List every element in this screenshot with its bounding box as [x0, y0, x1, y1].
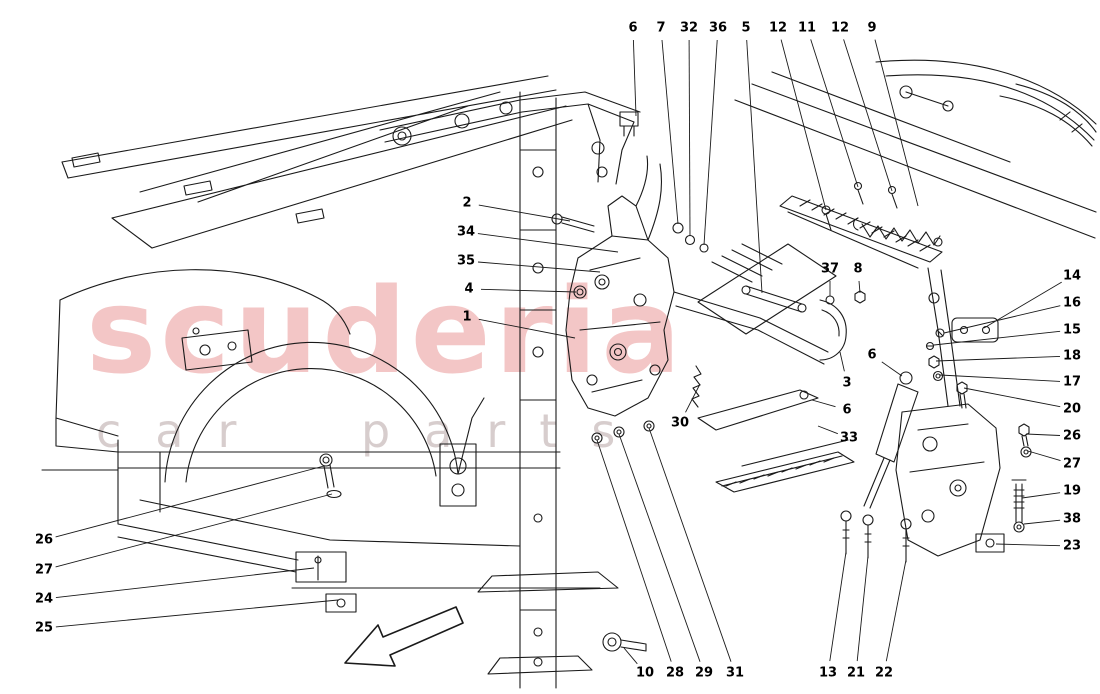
- callout-6: 6: [842, 402, 852, 418]
- leader-line-6: [881, 361, 903, 377]
- leader-line-31: [648, 427, 732, 662]
- leader-line-1: [478, 318, 576, 339]
- leader-line-18: [935, 355, 1061, 362]
- leader-line-25: [55, 599, 339, 628]
- soft-top-drawing: [61, 75, 573, 249]
- leader-line-35: [477, 261, 601, 273]
- callout-10: 10: [635, 665, 655, 681]
- leader-line-29: [618, 433, 701, 662]
- leader-line-27: [55, 493, 333, 568]
- leader-line-33: [817, 425, 838, 435]
- leader-line-16: [943, 305, 1061, 334]
- callout-27: 27: [1062, 456, 1082, 472]
- callout-9: 9: [867, 20, 877, 36]
- callout-15: 15: [1062, 322, 1082, 338]
- leader-line-38: [1023, 519, 1061, 525]
- callout-26: 26: [34, 532, 54, 548]
- callout-18: 18: [1062, 348, 1082, 364]
- leader-line-9: [874, 39, 919, 207]
- callout-6: 6: [628, 20, 638, 36]
- callout-28: 28: [665, 665, 685, 681]
- leader-line-12: [843, 39, 893, 192]
- bottom-bolt-drawing: [602, 632, 647, 652]
- direction-arrow: [344, 606, 464, 667]
- leader-line-34: [477, 233, 619, 253]
- leader-line-13: [829, 551, 847, 662]
- roof-frame-linkage-drawing: [379, 91, 641, 185]
- leader-line-28: [596, 439, 672, 662]
- leader-line-32: [688, 39, 691, 237]
- callout-21: 21: [846, 665, 866, 681]
- leader-line-12: [780, 39, 827, 211]
- callout-25: 25: [34, 620, 54, 636]
- callout-30: 30: [670, 415, 690, 431]
- callout-12: 12: [830, 20, 850, 36]
- callout-7: 7: [656, 20, 666, 36]
- callout-23: 23: [1062, 538, 1082, 554]
- callout-14: 14: [1062, 268, 1082, 284]
- right-assembly-drawing: [779, 181, 1001, 557]
- callout-27: 27: [34, 562, 54, 578]
- callout-20: 20: [1062, 401, 1082, 417]
- right-fasteners-drawing: [840, 317, 1032, 563]
- callout-31: 31: [725, 665, 745, 681]
- leader-line-4: [480, 288, 577, 293]
- callout-11: 11: [797, 20, 817, 36]
- callout-6: 6: [867, 347, 877, 363]
- callout-34: 34: [456, 224, 476, 240]
- callout-38: 38: [1062, 511, 1082, 527]
- leader-line-5: [746, 39, 763, 294]
- top-mechanism-drawing: [551, 155, 709, 444]
- leader-line-26: [1025, 433, 1061, 436]
- callout-29: 29: [694, 665, 714, 681]
- leader-line-20: [963, 387, 1061, 408]
- leader-line-24: [55, 567, 315, 599]
- leader-line-21: [856, 555, 869, 662]
- callout-32: 32: [679, 20, 699, 36]
- leader-line-15: [933, 330, 1061, 346]
- leader-line-10: [623, 647, 638, 665]
- callout-3: 3: [842, 375, 852, 391]
- leader-line-19: [1021, 492, 1061, 499]
- leader-line-22: [885, 559, 907, 662]
- callout-35: 35: [456, 253, 476, 269]
- linkage-arms-drawing: [673, 243, 866, 493]
- leader-line-2: [478, 204, 571, 222]
- leader-line-36: [703, 39, 718, 246]
- callout-36: 36: [708, 20, 728, 36]
- callout-2: 2: [462, 195, 472, 211]
- leader-line-8: [858, 280, 861, 294]
- rear-body-drawing: [734, 59, 1097, 239]
- callout-16: 16: [1062, 295, 1082, 311]
- leader-line-6: [811, 399, 836, 408]
- callout-33: 33: [839, 430, 859, 446]
- callout-22: 22: [874, 665, 894, 681]
- fender-wheel-arch-drawing: [55, 269, 485, 483]
- leader-line-27: [1027, 450, 1061, 462]
- callout-13: 13: [818, 665, 838, 681]
- leader-line-7: [661, 39, 679, 225]
- leader-line-11: [810, 39, 859, 188]
- chassis-drawing: [41, 91, 619, 689]
- callout-17: 17: [1062, 374, 1082, 390]
- callout-5: 5: [741, 20, 751, 36]
- callout-24: 24: [34, 591, 54, 607]
- leader-line-6: [632, 39, 637, 117]
- leader-line-17: [939, 374, 1061, 382]
- callout-8: 8: [853, 261, 863, 277]
- leader-line-30: [685, 383, 701, 413]
- callout-12: 12: [768, 20, 788, 36]
- callout-4: 4: [464, 281, 474, 297]
- callout-26: 26: [1062, 428, 1082, 444]
- left-fasteners-drawing: [295, 453, 357, 613]
- callout-19: 19: [1062, 483, 1082, 499]
- callout-1: 1: [462, 309, 472, 325]
- leader-line-23: [995, 543, 1061, 547]
- leader-line-3: [839, 351, 845, 372]
- callout-37: 37: [820, 261, 840, 277]
- leader-line-26: [55, 465, 325, 538]
